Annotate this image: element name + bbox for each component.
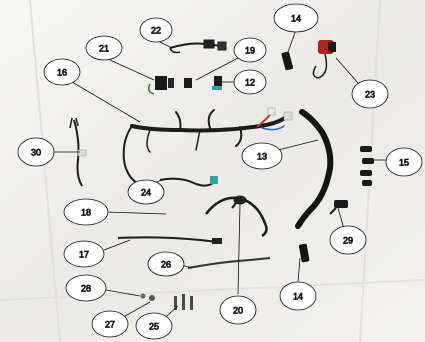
callout-28-label: 28: [81, 283, 91, 293]
part-14-switch-bottom: [298, 243, 310, 263]
callout-18: 18: [63, 198, 109, 226]
callout-21-label: 21: [99, 43, 109, 53]
part-29-connector: [329, 200, 348, 215]
part-14-switch-top: [281, 51, 294, 71]
part-21-connector: [147, 76, 174, 95]
part-25-bolts: [174, 294, 193, 310]
part-27-washer: [149, 295, 155, 301]
callouts: 22 14 21 19 16 12 23 30 13 15 24 18 29 1…: [17, 3, 423, 340]
callout-19: 19: [233, 37, 267, 63]
callout-20: 20: [219, 295, 257, 325]
callout-21: 21: [85, 35, 123, 61]
part-15-grommets: [360, 146, 374, 186]
callout-24-label: 24: [141, 187, 151, 197]
callout-24: 24: [127, 179, 165, 205]
callout-15-label: 15: [399, 157, 409, 167]
callout-26: 26: [147, 251, 185, 277]
callout-30-label: 30: [31, 147, 41, 157]
callout-16-label: 16: [57, 67, 67, 77]
part-19-connector: [184, 78, 192, 88]
callout-23-label: 23: [365, 89, 375, 99]
callout-14-bottom-label: 14: [293, 291, 303, 301]
part-12-connector: [214, 76, 222, 86]
part-26-cable: [187, 257, 271, 269]
callout-17-label: 17: [79, 249, 89, 259]
callout-27: 27: [91, 310, 129, 338]
callout-14-top: 14: [273, 3, 319, 33]
part-22-wire: [169, 39, 227, 54]
callout-25: 25: [135, 312, 173, 340]
callout-30: 30: [17, 137, 55, 167]
part-16-main-harness: [122, 107, 293, 185]
callout-20-label: 20: [233, 305, 243, 315]
callout-28: 28: [65, 274, 107, 302]
callout-18-label: 18: [81, 207, 91, 217]
callout-25-label: 25: [149, 321, 159, 331]
callout-17: 17: [63, 240, 105, 268]
callout-15: 15: [385, 147, 423, 177]
callout-12-label: 12: [245, 77, 255, 87]
part-30-wire: [69, 117, 87, 187]
leader-lines: [54, 29, 388, 323]
callout-22-label: 22: [151, 25, 161, 35]
part-23-switch: [312, 40, 336, 79]
callout-27-label: 27: [105, 319, 115, 329]
callout-14-top-label: 14: [291, 13, 301, 23]
callout-12: 12: [233, 69, 267, 95]
part-13-handlebar: [295, 109, 334, 229]
part-28-nut: [140, 293, 146, 299]
part-17-cable: [117, 236, 222, 244]
part-20-harness: [205, 195, 268, 238]
callout-13: 13: [241, 142, 283, 170]
callout-14-bottom: 14: [279, 281, 317, 311]
callout-16: 16: [43, 58, 81, 86]
part-24-harness: [159, 176, 218, 187]
callout-19-label: 19: [245, 45, 255, 55]
callout-29-label: 29: [343, 235, 353, 245]
callout-13-label: 13: [257, 151, 267, 161]
callout-23: 23: [351, 79, 389, 109]
callout-29: 29: [329, 225, 367, 255]
callout-22: 22: [139, 17, 173, 43]
callout-26-label: 26: [161, 259, 171, 269]
